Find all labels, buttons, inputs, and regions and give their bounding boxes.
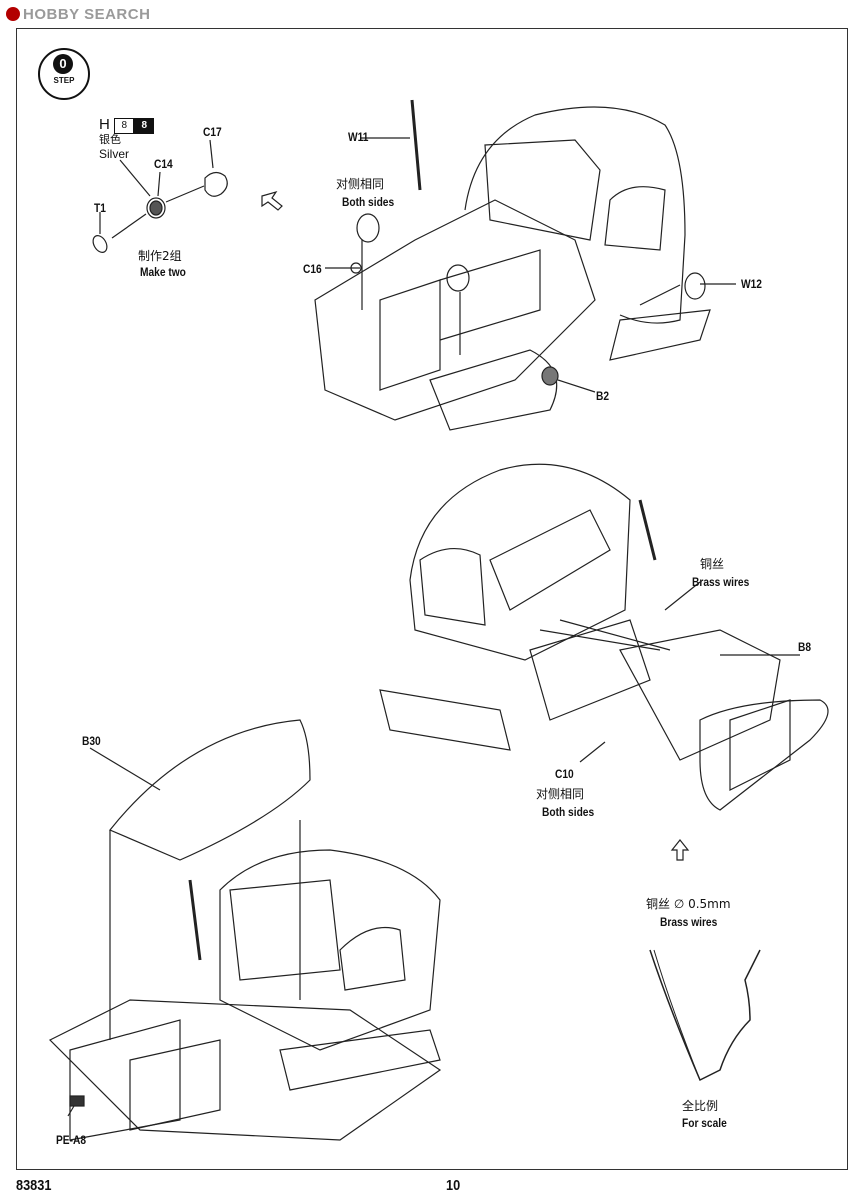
- paint-color-cn: 银色: [99, 133, 121, 146]
- brass-wires-cn-2: 铜丝 ∅ 0.5mm: [646, 897, 731, 911]
- both-sides-en-2: Both sides: [542, 805, 595, 819]
- part-t1: T1: [94, 201, 106, 215]
- arrow-up-icon: [670, 839, 690, 861]
- part-b30: B30: [82, 734, 101, 748]
- part-w11: W11: [348, 130, 369, 144]
- both-sides-en-1: Both sides: [342, 195, 395, 209]
- headlight-subassembly: [92, 139, 228, 253]
- step-word: STEP: [53, 76, 75, 85]
- part-b2: B2: [596, 389, 610, 403]
- brass-wires-en-1: Brass wires: [692, 575, 750, 589]
- for-scale-en: For scale: [682, 1116, 727, 1130]
- paint-code-filled: 8: [134, 118, 155, 134]
- step-badge: 0 STEP: [38, 48, 90, 100]
- hobby-search-logo-icon: [6, 7, 20, 21]
- truck-bottom: [48, 719, 442, 1141]
- part-c16: C16: [303, 262, 322, 276]
- arrow-right-icon: [261, 190, 283, 211]
- brass-wires-cn-1: 铜丝: [700, 557, 725, 571]
- part-c14: C14: [154, 157, 173, 171]
- page-frame: [16, 28, 848, 1170]
- part-c10: C10: [555, 767, 574, 781]
- truck-middle: [379, 463, 829, 811]
- make-two-en: Make two: [140, 265, 186, 279]
- both-sides-cn-1: 对侧相同: [336, 177, 385, 191]
- part-b8: B8: [798, 640, 812, 654]
- paint-code-outline: 8: [114, 118, 135, 134]
- paint-color-en: Silver: [99, 147, 130, 161]
- watermark: HOBBY SEARCH: [6, 6, 150, 23]
- part-pe-a8: PE-A8: [56, 1133, 87, 1147]
- page-number: 10: [446, 1177, 461, 1194]
- make-two-cn: 制作2组: [138, 249, 182, 263]
- for-scale-cn: 全比例: [682, 1099, 719, 1113]
- brass-wires-en-2: Brass wires: [660, 915, 718, 929]
- brass-wire-scale: [649, 949, 761, 1082]
- paint-letter: H: [99, 116, 110, 133]
- kit-number: 83831: [16, 1177, 52, 1194]
- part-w12: W12: [741, 277, 762, 291]
- truck-top: [314, 99, 736, 431]
- part-c17: C17: [203, 125, 222, 139]
- step-number: 0: [53, 54, 73, 74]
- both-sides-cn-2: 对侧相同: [536, 787, 585, 801]
